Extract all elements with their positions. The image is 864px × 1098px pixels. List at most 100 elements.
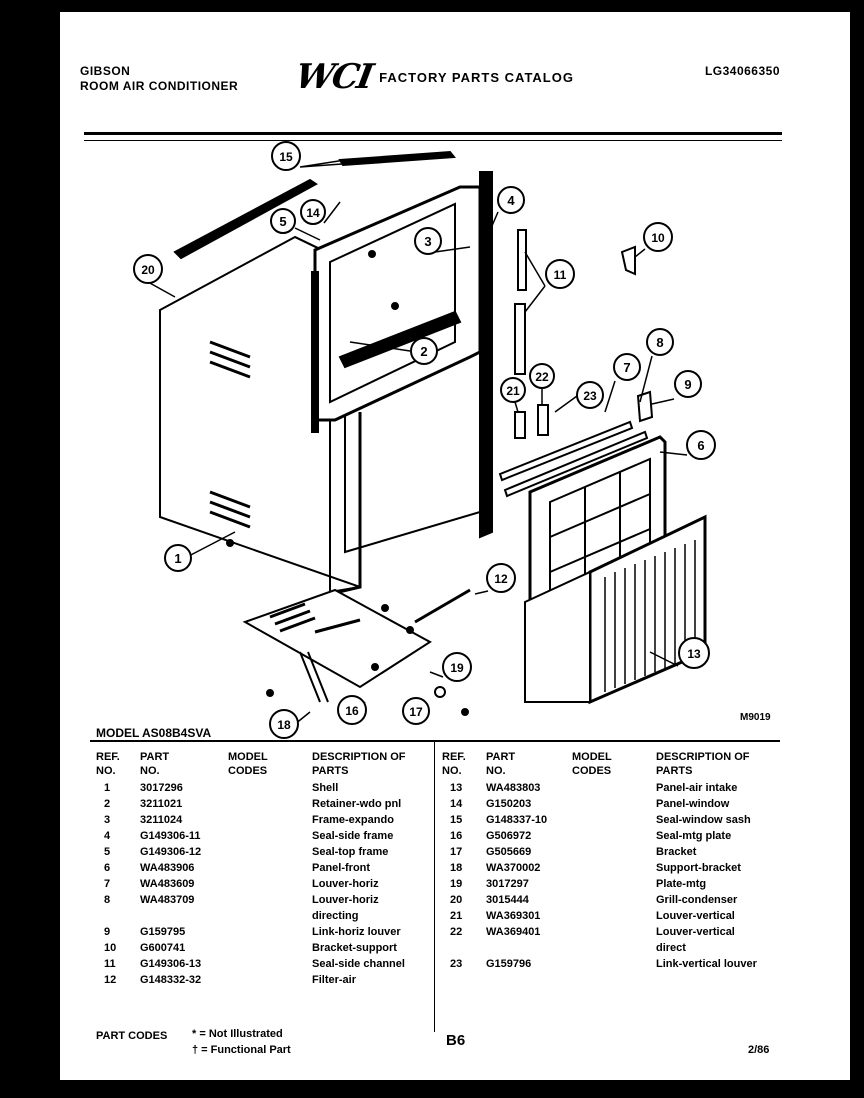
ref-cell: 7	[104, 878, 111, 890]
desc-cell: Plate-mtg	[656, 878, 707, 890]
table-row: 2 3211021 Retainer-wdo pnl	[90, 798, 780, 812]
callout-4: 4	[497, 186, 525, 214]
ref-cell: 6	[104, 862, 111, 874]
part-cell: G149306-12	[140, 846, 202, 858]
table-row: 12 G148332-32 Filter-air	[90, 974, 780, 988]
doc-number: LG34066350	[704, 64, 780, 78]
ref-cell: 19	[450, 878, 463, 890]
svg-text:16: 16	[345, 704, 359, 718]
part-cell: G149306-11	[140, 830, 201, 842]
column-divider	[434, 742, 435, 1032]
ref-cell: 18	[450, 862, 463, 874]
part-cell: 3017297	[486, 878, 529, 890]
callout-14: 14	[300, 199, 326, 225]
svg-text:23: 23	[583, 389, 597, 403]
svg-text:7: 7	[623, 360, 630, 375]
part-cell: G506972	[486, 830, 532, 842]
part-cell: WA483609	[140, 878, 195, 890]
desc-cell: Panel-air intake	[656, 782, 738, 794]
ref-cell: 23	[450, 958, 463, 970]
callout-17: 17	[402, 697, 430, 725]
table-row: directing	[90, 910, 780, 924]
callout-bubbles: 1 2 3 4 5 6 7 8 9 10 11 12 13 14 15 16 1…	[133, 141, 716, 739]
not-illustrated-note: * = Not Illustrated	[192, 1028, 283, 1040]
ref-cell: 20	[450, 894, 463, 906]
functional-part-note: † = Functional Part	[192, 1044, 291, 1056]
exploded-parts-diagram: 1 2 3 4 5 6 7 8 9 10 11 12 13 14 15 16 1…	[133, 141, 716, 739]
part-cell: WA369401	[486, 926, 541, 938]
ref-cell: 15	[450, 814, 463, 826]
svg-text:22: 22	[535, 370, 549, 384]
ref-cell: 16	[450, 830, 463, 842]
desc-cell: Louver-vertical	[656, 910, 735, 922]
callout-9: 9	[674, 370, 702, 398]
ref-cell: 3	[104, 814, 111, 826]
parts-sheet: GIBSON ROOM AIR CONDITIONER WCI FACTORY …	[60, 12, 850, 1080]
date-code: 2/86	[748, 1044, 770, 1056]
callout-6: 6	[686, 430, 716, 460]
ref-cell: 5	[104, 846, 111, 858]
model-number: MODEL AS08B4SVA	[96, 726, 212, 740]
part-cell: G148332-32	[140, 974, 202, 986]
callout-11: 11	[545, 259, 575, 289]
header-ref-no-right: REF. NO.	[442, 751, 466, 777]
desc-cell: Link-horiz louver	[312, 926, 401, 938]
ref-cell: 2	[104, 798, 111, 810]
desc-cell: Seal-side channel	[312, 958, 405, 970]
callout-16: 16	[337, 695, 367, 725]
part-cell: G159795	[140, 926, 186, 938]
header-rule	[84, 132, 782, 135]
ref-cell: 11	[104, 958, 116, 970]
table-row: 19 3017297 Plate-mtg	[90, 878, 780, 892]
callout-5: 5	[270, 208, 296, 234]
svg-text:4: 4	[507, 193, 515, 208]
svg-text:12: 12	[494, 572, 508, 586]
part-cell: G600741	[140, 942, 186, 954]
callout-20: 20	[133, 254, 163, 284]
callout-15: 15	[271, 141, 301, 171]
ref-cell: 14	[450, 798, 463, 810]
callout-19: 19	[442, 652, 472, 682]
part-cell: WA483803	[486, 782, 541, 794]
brand-name: GIBSON	[80, 64, 131, 78]
header-part-no-right: PART NO.	[486, 751, 516, 777]
header-description: DESCRIPTION OF PARTS	[312, 751, 406, 777]
part-cell: G150203	[486, 798, 532, 810]
part-cell: WA483906	[140, 862, 195, 874]
desc-cell: directing	[312, 910, 359, 922]
part-cell: G159796	[486, 958, 532, 970]
svg-text:19: 19	[450, 661, 464, 675]
table-row: 11 G149306-13 Seal-side channel	[90, 958, 780, 972]
desc-cell: Seal-side frame	[312, 830, 394, 842]
svg-text:20: 20	[141, 263, 155, 277]
callout-23: 23	[576, 381, 604, 409]
svg-text:10: 10	[651, 231, 665, 245]
desc-cell: Filter-air	[312, 974, 357, 986]
svg-text:6: 6	[697, 438, 704, 453]
ref-cell: 12	[104, 974, 117, 986]
product-name: ROOM AIR CONDITIONER	[80, 79, 239, 93]
desc-cell: Frame-expando	[312, 814, 394, 826]
desc-cell: Bracket	[656, 846, 697, 858]
svg-text:21: 21	[506, 384, 520, 398]
svg-text:3: 3	[424, 234, 431, 249]
part-cell: G149306-13	[140, 958, 202, 970]
part-cell: WA483709	[140, 894, 195, 906]
desc-cell: Retainer-wdo pnl	[312, 798, 402, 810]
desc-cell: Link-vertical louver	[656, 958, 757, 970]
part-cell: 3211021	[140, 798, 183, 810]
header-ref-no: REF. NO.	[96, 751, 120, 777]
svg-text:14: 14	[306, 206, 320, 220]
part-codes-label: PART CODES	[96, 1030, 168, 1042]
ref-cell: 17	[450, 846, 463, 858]
